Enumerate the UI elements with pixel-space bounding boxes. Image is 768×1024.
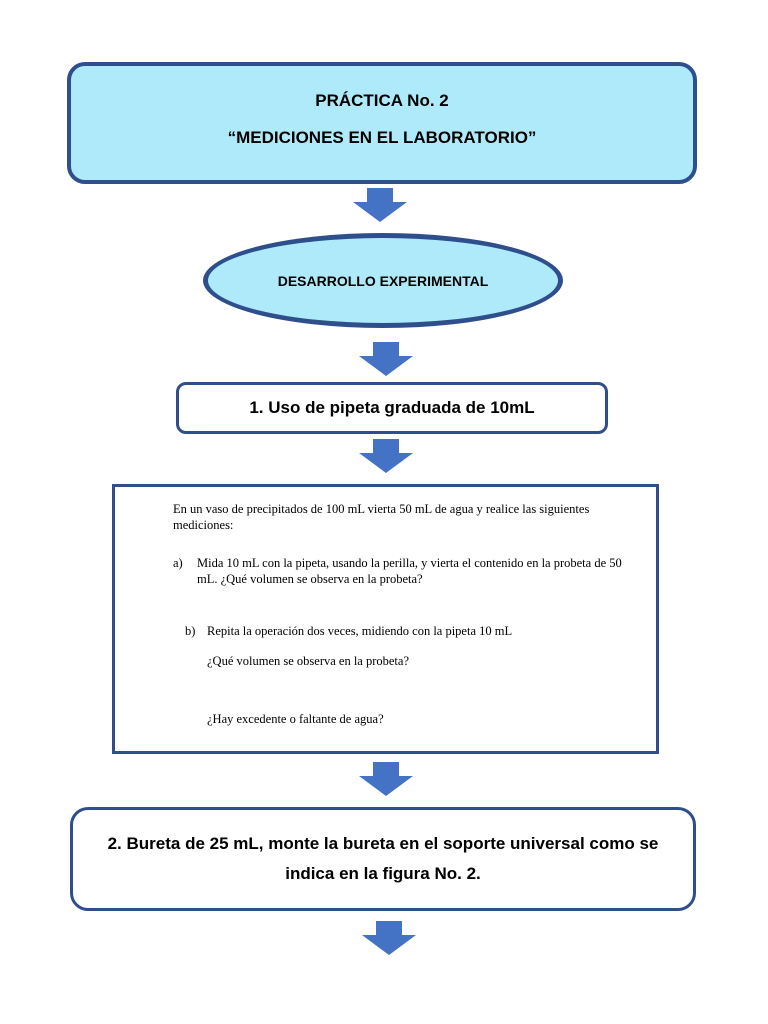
item-a-line-1: Mida 10 mL con la pipeta, usando la peri… <box>197 556 622 570</box>
intro-line-1: En un vaso de precipitados de 100 mL vie… <box>173 502 590 516</box>
item-b-question-2: ¿Hay excedente o faltante de agua? <box>207 712 384 726</box>
instructions-box: En un vaso de precipitados de 100 mL vie… <box>112 484 659 754</box>
arrow-down-icon <box>359 762 413 796</box>
arrow-down-icon <box>359 342 413 376</box>
practice-title: “MEDICIONES EN EL LABORATORIO” <box>227 128 537 147</box>
arrow-down-icon <box>353 188 407 222</box>
step-1-label: 1. Uso de pipeta graduada de 10mL <box>249 398 535 417</box>
item-a-line-2: mL. ¿Qué volumen se observa en la probet… <box>197 572 423 586</box>
item-b-question-1: ¿Qué volumen se observa en la probeta? <box>207 654 410 668</box>
intro-line-2: mediciones: <box>173 518 234 532</box>
step-2-label: 2. Bureta de 25 mL, monte la bureta en e… <box>107 834 659 883</box>
item-b-marker: b) <box>185 624 196 638</box>
arrow-down-icon <box>359 439 413 473</box>
section-label: DESARROLLO EXPERIMENTAL <box>277 272 489 289</box>
step-1-box: 1. Uso de pipeta graduada de 10mL <box>176 382 608 434</box>
arrow-down-icon <box>362 921 416 955</box>
item-a-marker: a) <box>173 556 183 570</box>
step-2-box: 2. Bureta de 25 mL, monte la bureta en e… <box>70 807 696 911</box>
section-ellipse: DESARROLLO EXPERIMENTAL <box>203 233 563 328</box>
practice-number: PRÁCTICA No. 2 <box>315 91 449 110</box>
item-b-line-1: Repita la operación dos veces, midiendo … <box>207 624 513 638</box>
title-box: PRÁCTICA No. 2 “MEDICIONES EN EL LABORAT… <box>67 62 697 184</box>
